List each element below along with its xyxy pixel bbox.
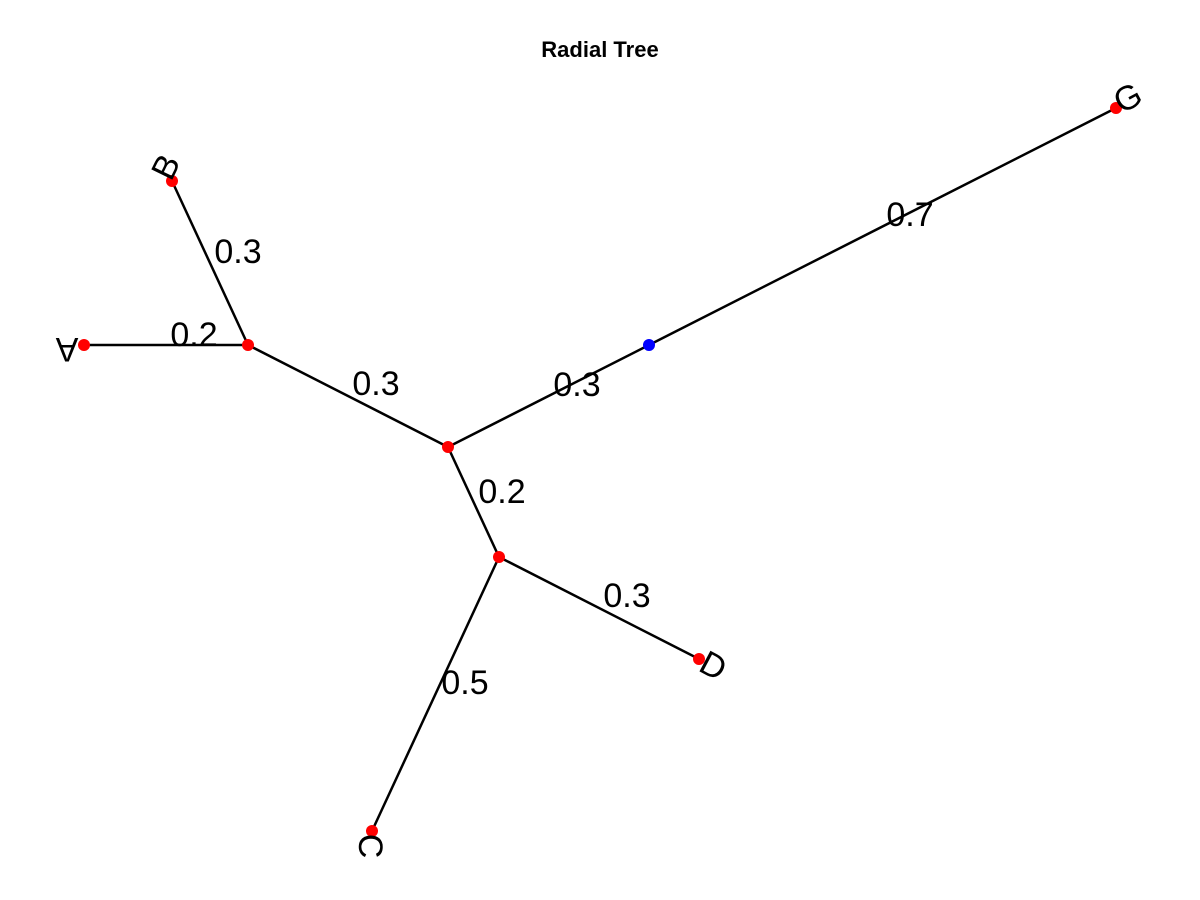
edge-length-label: 0.2 [478, 473, 525, 511]
edge-length-label: 0.3 [214, 233, 261, 271]
tip-label-C: C [351, 834, 389, 859]
tree-node-n_cd [493, 551, 505, 563]
edge-length-label: 0.3 [603, 577, 650, 615]
edge-length-label: 0.3 [352, 365, 399, 403]
tree-edge-n_ab-B [170, 180, 250, 346]
tree-node-n_ab [242, 339, 254, 351]
edge-length-label: 0.5 [441, 664, 488, 702]
edge-length-label: 0.2 [170, 316, 217, 354]
tree-node-C [366, 825, 378, 837]
nodes-layer [78, 102, 1122, 837]
tree-node-A [78, 339, 90, 351]
edge-labels-layer: 0.3 0.2 0.3 0.2 0.5 0.3 0.3 0.7 [170, 196, 933, 702]
tree-edge-root-n_g [447, 343, 650, 449]
edge-length-label: 0.3 [553, 366, 600, 404]
tree-edge-n_cd-C [370, 556, 501, 832]
tree-edge-n_g-G [648, 106, 1117, 347]
chart-title: Radial Tree [541, 37, 658, 62]
tree-edge-root-n_cd [446, 446, 501, 558]
tip-label-G: G [1107, 75, 1148, 121]
tree-edge-n_cd-D [498, 555, 700, 661]
tip-label-A: A [55, 330, 78, 368]
tree-node-D [693, 653, 705, 665]
edge-length-label: 0.7 [886, 196, 933, 234]
tree-edge-root-n_ab [247, 343, 449, 449]
tree-node-n_g [643, 339, 655, 351]
tree-node-G [1110, 102, 1122, 114]
tree-node-root [442, 441, 454, 453]
tip-label-B: B [144, 149, 188, 186]
tree-node-B [166, 175, 178, 187]
edges-layer [84, 106, 1117, 832]
tip-label-D: D [693, 644, 733, 689]
tip-labels-layer: A B C D G [55, 75, 1148, 858]
